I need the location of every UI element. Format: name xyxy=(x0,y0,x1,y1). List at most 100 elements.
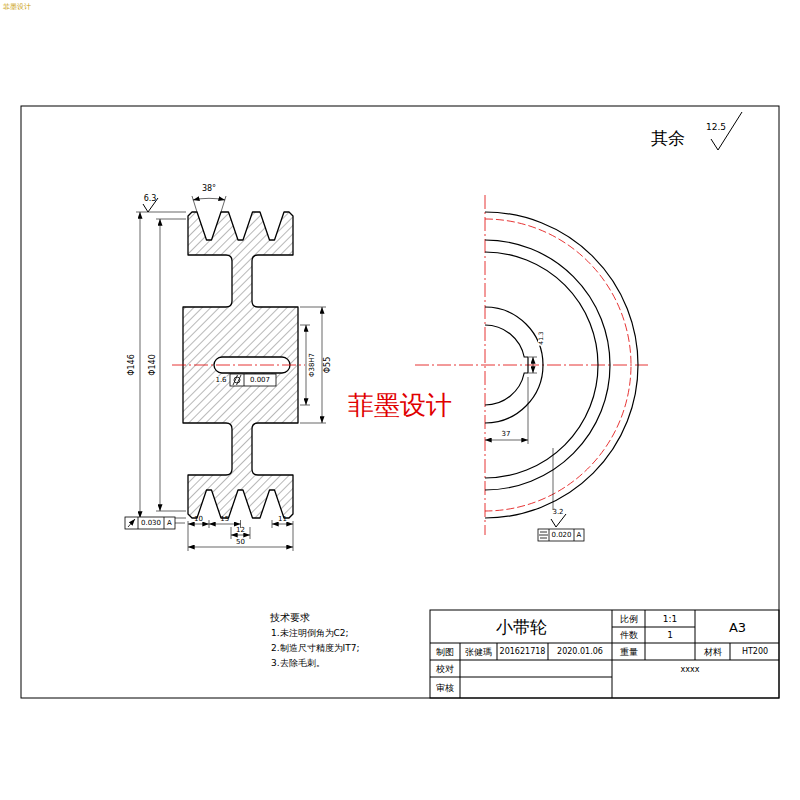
dimension-lines xyxy=(231,527,232,539)
centerline xyxy=(172,365,305,366)
diameter-dimension: Φ55 xyxy=(324,357,332,373)
dimension-lines xyxy=(553,448,554,510)
dimension-lines xyxy=(209,524,241,525)
table-cell: A3 xyxy=(729,621,746,634)
tolerance-symbol xyxy=(540,532,547,533)
dimension-lines xyxy=(140,212,141,518)
title-block-grid xyxy=(430,677,612,678)
pulley-end-view xyxy=(485,212,638,518)
centerline xyxy=(172,195,648,535)
title-block-grid xyxy=(497,643,498,660)
dimension-lines xyxy=(300,405,310,406)
pulley-end-view xyxy=(485,240,610,490)
table-cell: 张健瑪 xyxy=(465,647,492,656)
keyway-dimension: 37 xyxy=(502,431,511,438)
tolerance-value: 0.030 xyxy=(140,520,162,527)
pulley-end-view xyxy=(485,307,543,423)
table-cell: xxxx xyxy=(681,666,700,674)
datum-letter: A xyxy=(166,520,173,527)
length-dimension: 12 xyxy=(236,527,245,534)
dimension-lines xyxy=(322,307,323,423)
length-dimension: 15 xyxy=(220,516,229,523)
table-cell: 1:1 xyxy=(663,615,677,624)
tolerance-frame xyxy=(230,374,276,386)
part-name: 小带轮 xyxy=(496,619,547,636)
dimension-lines xyxy=(175,523,185,524)
datum-letter: A xyxy=(576,532,583,539)
table-cell: 审核 xyxy=(436,683,454,692)
dimension-lines xyxy=(188,547,293,548)
title-block-grid xyxy=(430,610,779,698)
dimension-lines xyxy=(250,527,251,539)
dimension-lines xyxy=(160,219,161,511)
dimension-lines xyxy=(188,521,189,551)
watermark: 菲墨设计 xyxy=(348,392,452,418)
table-cell: HT200 xyxy=(742,648,768,656)
dimension-lines xyxy=(156,219,186,220)
tolerance-value: 0.020 xyxy=(550,532,572,539)
dimension-lines xyxy=(528,377,529,444)
sheet-border xyxy=(21,106,779,698)
tolerance-frame xyxy=(138,517,139,529)
dimension-lines xyxy=(485,440,528,441)
table-cell: 制图 xyxy=(436,647,454,656)
roughness-value: 6.3 xyxy=(144,195,157,203)
pitch-circle xyxy=(485,219,631,511)
table-cell: 件数 xyxy=(620,631,638,640)
tolerance-symbol xyxy=(128,375,548,538)
watermark: 菲墨设计 xyxy=(3,4,31,11)
title-block-grid xyxy=(430,660,779,661)
length-dimension: 50 xyxy=(236,539,245,546)
tolerance-symbol xyxy=(128,519,135,527)
pulley-end-view xyxy=(485,212,638,518)
table-cell: 重量 xyxy=(620,647,638,656)
centerline xyxy=(485,195,486,535)
pulley-end-view xyxy=(485,325,528,405)
dimension-lines xyxy=(192,196,197,212)
roughness-value: 12.5 xyxy=(706,123,726,132)
table-cell: 比例 xyxy=(620,615,638,624)
note-line: 2.制造尺寸精度为IT7; xyxy=(271,644,360,653)
roughness-value: 3.2 xyxy=(552,509,563,516)
sheet-border xyxy=(21,106,779,698)
dimension-lines xyxy=(533,357,534,373)
diameter-dimension: Φ140 xyxy=(149,354,157,376)
tolerance-symbol xyxy=(540,538,547,539)
table-cell: 201621718 xyxy=(500,648,546,656)
tolerance-symbol xyxy=(539,535,548,536)
table-cell: 校对 xyxy=(436,664,454,673)
title-block-grid xyxy=(612,627,695,628)
diameter-dimension: Φ38H7 xyxy=(309,353,316,377)
title-block-grid xyxy=(430,610,779,698)
dimension-lines xyxy=(293,521,294,551)
note-line: 1.未注明倒角为C2; xyxy=(271,629,349,638)
tolerance-frame xyxy=(164,517,165,529)
dimension-lines xyxy=(136,196,553,551)
dimension-lines xyxy=(272,524,293,525)
dimension-lines xyxy=(188,524,209,525)
roughness-symbol xyxy=(143,112,742,527)
roughness-note: 其余 xyxy=(651,130,685,147)
dimension-lines xyxy=(136,212,186,213)
tolerance-value: 0.007 xyxy=(249,377,271,384)
roughness-value: 1.6 xyxy=(214,377,227,384)
table-cell: 1 xyxy=(667,631,673,640)
tolerance-symbol xyxy=(237,375,242,385)
tolerance-frame xyxy=(244,374,245,386)
centerline xyxy=(415,365,648,366)
dimension-lines xyxy=(221,196,226,212)
title-block-grid xyxy=(695,610,696,660)
tolerance-frame xyxy=(125,517,175,529)
dimension-lines xyxy=(156,511,186,512)
dimension-lines xyxy=(193,198,225,200)
note-line: 3.去除毛刺。 xyxy=(271,659,325,668)
roughness-symbol xyxy=(551,514,566,527)
table-cell: 材料 xyxy=(704,647,722,656)
tolerance-frame xyxy=(538,529,584,541)
title-block-grid xyxy=(430,643,779,644)
keyway-dimension: 41.3 xyxy=(538,330,544,345)
title-block-grid xyxy=(730,643,731,660)
diameter-dimension: Φ146 xyxy=(128,354,136,376)
notes-heading: 技术要求 xyxy=(270,613,310,623)
